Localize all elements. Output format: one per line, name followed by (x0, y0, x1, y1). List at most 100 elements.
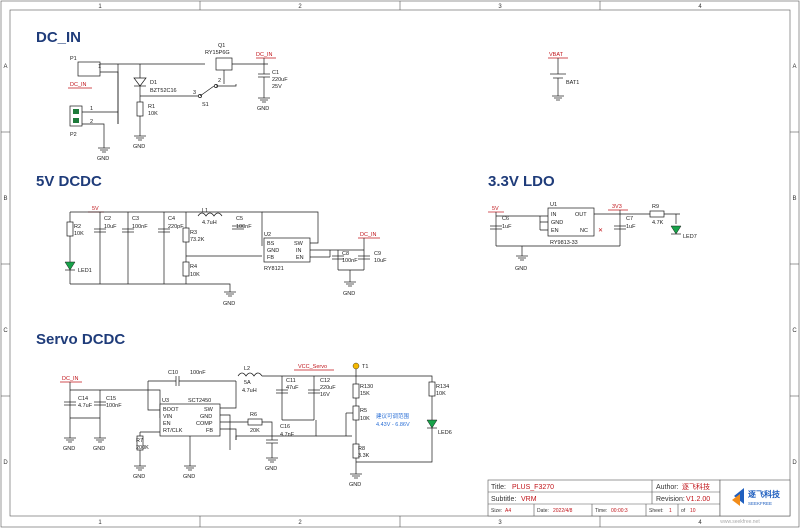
gnd-label: GND (63, 446, 75, 452)
row-label-right: B (792, 196, 796, 202)
col-label-top: 4 (698, 4, 702, 10)
gnd-label: GND (133, 144, 145, 150)
bat1-label: BAT1 (566, 80, 579, 86)
row-label-left: A (3, 64, 7, 70)
time-value: 00:00:3 (611, 508, 628, 514)
c11-value: 47uF (286, 385, 299, 391)
r134-label: R134 (436, 384, 449, 390)
r5-value: 10K (360, 416, 370, 422)
adjust-range-note-line1: 建议可调范围 (376, 412, 410, 420)
r1-value: 10K (148, 111, 158, 117)
d1-value: BZT52C16 (150, 88, 177, 94)
gnd-symbol-icon (98, 147, 110, 153)
r9-value: 4.7K (652, 220, 664, 226)
gnd-symbol-icon (350, 473, 362, 479)
gnd-symbol-icon (94, 437, 106, 443)
c5-label: C5 (236, 216, 243, 222)
net-vbat: VBAT (549, 52, 564, 58)
revision-value: V1.2.00 (686, 496, 710, 503)
title-key: Title: (491, 484, 506, 491)
l1-value: 4.7uH (202, 220, 217, 226)
r4-value: 10K (190, 272, 200, 278)
r2-value: 10K (74, 231, 84, 237)
col-label-bottom: 1 (98, 520, 102, 526)
l2-label: L2 (244, 366, 250, 372)
u3-value: SCT2450 (188, 398, 211, 404)
r7-value: 200K (136, 445, 149, 451)
c2-label: C2 (104, 216, 111, 222)
led7-icon (670, 225, 682, 235)
inductor-l1-icon (197, 212, 223, 217)
r4-label: R4 (190, 264, 197, 270)
r6-value: 20K (250, 428, 260, 434)
inductor-l2-icon (237, 372, 263, 377)
row-label-right: D (792, 460, 797, 466)
sheet-key: Sheet: (649, 508, 663, 514)
time-key: Time: (595, 508, 607, 514)
section-title-5v-dcdc: 5V DCDC (36, 173, 102, 190)
revision-key: Revision: (656, 496, 685, 503)
test-point-icon[interactable] (352, 362, 360, 370)
u3-pin-rt-clk: RT/CLK (163, 428, 183, 434)
l2-current: 5A (244, 380, 251, 386)
c3-value: 100nF (132, 224, 148, 230)
resistor-r1 (136, 101, 144, 117)
u2-pin-fb: FB (267, 255, 274, 261)
q1-value: RY15P6G (205, 50, 230, 56)
switch-s1-lever[interactable] (199, 85, 215, 97)
u3-pin-en: EN (163, 421, 171, 427)
c12-label: C12 (320, 378, 330, 384)
servo-dcdc-block: DC_IN C14 4.7uF C15 100nF GND GND C10 10… (60, 362, 452, 488)
sheet-value: 1 (669, 508, 672, 514)
of-value: 10 (690, 508, 696, 514)
c4-value: 220pF (168, 224, 184, 230)
resistor-r4 (182, 261, 190, 277)
dc-in-block: P1 1 DC_IN P2 1 2 GND D1 BZT52C16 R1 10K… (68, 43, 579, 162)
u2-label: U2 (264, 232, 271, 238)
c15-value: 100nF (106, 403, 122, 409)
title-value: PLUS_F3270 (512, 484, 554, 491)
resistor-r3 (182, 227, 190, 243)
date-value: 2022/4/8 (553, 508, 573, 514)
potentiometer-r5[interactable] (352, 405, 360, 421)
size-value: A4 (505, 508, 511, 514)
author-key: Author: (656, 484, 679, 491)
net-5v-ldo: 5V (492, 206, 499, 212)
u2-pin-sw: SW (294, 241, 304, 247)
mosfet-q1 (215, 57, 233, 71)
seekfree-logo-icon (732, 488, 744, 506)
q1-label: Q1 (218, 43, 225, 49)
of-key: of (681, 508, 686, 514)
c14-value: 4.7uF (78, 403, 93, 409)
p2-pin-2: 2 (90, 119, 93, 125)
u1-pin-en: EN (551, 228, 559, 234)
r8-label: R8 (358, 446, 365, 452)
r2-label: R2 (74, 224, 81, 230)
u2-value: RY8121 (264, 266, 284, 272)
p2-pin-1: 1 (90, 106, 93, 112)
r9-label: R9 (652, 204, 659, 210)
r3-label: R3 (190, 230, 197, 236)
r5-label: R5 (360, 408, 367, 414)
r134-value: 10K (436, 391, 446, 397)
resistor-r2 (66, 221, 74, 237)
u1-pin-in: IN (551, 212, 557, 218)
row-label-right: C (792, 328, 797, 334)
c6-value: 1uF (502, 224, 512, 230)
adjust-range-note-line2: 4.43V - 6.86V (376, 422, 410, 428)
led1-icon (64, 261, 76, 271)
zener-diode-d1 (133, 77, 147, 87)
c3-label: C3 (132, 216, 139, 222)
c10-value: 100nF (190, 370, 206, 376)
section-title-3v3-ldo: 3.3V LDO (488, 173, 555, 190)
row-label-left: B (3, 196, 7, 202)
c2-value: 10uF (104, 224, 117, 230)
c1-voltage: 25V (272, 84, 282, 90)
c10-label: C10 (168, 370, 178, 376)
row-label-right: A (792, 64, 796, 70)
col-label-bottom: 3 (498, 520, 502, 526)
subtitle-key: Subtitle: (491, 496, 516, 503)
gnd-label: GND (97, 156, 109, 162)
col-label-top: 2 (298, 4, 302, 10)
r6-label: R6 (250, 412, 257, 418)
